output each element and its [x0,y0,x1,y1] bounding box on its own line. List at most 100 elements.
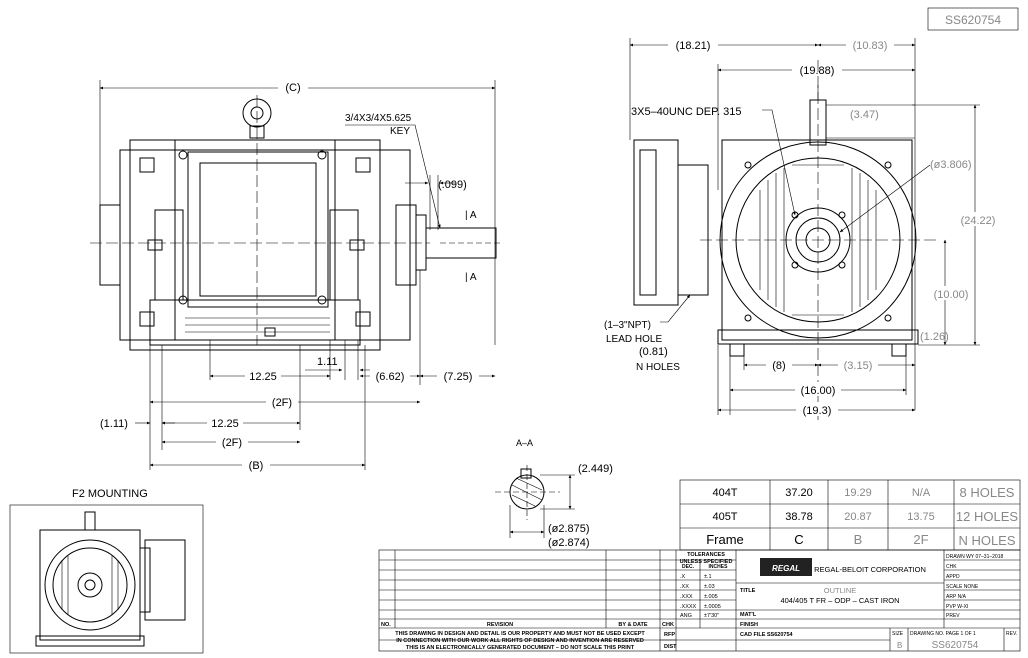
dim-1-11-lower: (1.11) [100,418,128,430]
prev-field: PREV [946,613,960,619]
frame-404t-2f: N/A [912,487,931,499]
dim-dia-2-875: (ø2.875) [548,523,590,535]
scale-field: SCALE NONE [946,584,979,590]
dim-c: (C) [285,82,300,94]
size-label: SIZE [892,631,904,637]
frame-405t-2f: 13.75 [907,511,935,523]
finish-label: FINISH [740,622,758,628]
dim-24-22: (24.22) [961,215,996,227]
frame-405t-holes: 12 HOLES [956,509,1018,524]
dim-7-25: (7.25) [444,371,473,383]
section-mark-bottom: | A [465,272,477,283]
title-block: TOLERANCES UNLESS SPECIFIED DEC. INCHES … [378,549,1021,652]
rev-col-by-date: BY & DATE [618,622,647,628]
frame-405t-b: 20.87 [844,511,872,523]
tol-ang: ANG [680,613,692,619]
rev-col-chk: CHK [662,622,674,628]
frame-405t-c: 38.78 [785,511,813,523]
feet [149,299,361,346]
dim-1-26: (1.26) [920,331,949,343]
pvp-field: PVP W-XI [946,604,968,610]
dim-b: (B) [249,460,264,472]
dim-10-00: (10.00) [934,289,969,301]
tol-xx-val: ±.03 [704,584,715,590]
legal-line1: THIS DRAWING IN DESIGN AND DETAIL IS OUR… [395,631,645,637]
tolerances-line2: UNLESS SPECIFIED [680,559,733,565]
company-name: REGAL-BELOIT CORPORATION [814,565,926,574]
arp-field: ARP N/A [946,594,967,600]
section-mark-top: | A [465,210,477,221]
lead-hole-line2: LEAD HOLE [606,334,662,345]
dim-3-47: (3.47) [850,109,879,121]
regal-logo-text: REGAL [772,564,800,573]
dim-2-449: (2.449) [578,463,613,475]
tol-x-val: ±.1 [704,574,712,580]
rev-col-revision: REVISION [487,622,513,628]
tapped-hole-note: 3X5–40UNC DEP. 315 [631,106,741,118]
section-aa-title: A–A [516,438,533,448]
regal-logo [760,558,812,576]
f2-mounting-box [9,504,204,654]
drawing-number-top: SS620754 [945,13,1001,27]
dim-dia-2-874: (ø2.874) [548,537,590,549]
tol-xxxx: .XXXX [680,604,697,610]
header-n-holes: N HOLES [958,533,1015,548]
legal-line3: THIS IS AN ELECTRONICALLY GENERATED DOCU… [406,645,635,651]
tol-x: .X [680,574,686,580]
matl-label: MAT'L [740,612,757,618]
header-b: B [854,532,863,547]
f2-mounting: F2 MOUNTING [9,488,204,654]
dim-16-00: (16.00) [801,385,836,397]
dim-12-25-upper: 12.25 [249,371,277,383]
title-line1: OUTLINE [824,586,857,595]
frame-table: 404T 37.20 19.29 N/A 8 HOLES 405T 38.78 … [679,479,1021,551]
dim-19-88: (19.88) [800,65,835,77]
title-line2: 404/405 T FR – ODP – CAST IRON [780,596,899,605]
tol-xxx-val: ±.005 [704,594,718,600]
side-view: (C) 3/4X [90,80,500,472]
lead-hole-line1: (1–3"NPT) [604,320,651,331]
dim-19-3: (19.3) [803,405,832,417]
rfp-label: RFP [664,632,675,638]
dist-label: DIST [664,644,677,650]
legal-line2: IN CONNECTION WITH OUR WORK ALL RIGHTS O… [396,638,644,644]
dim-3-15: (3.15) [844,360,873,372]
dim-8: (8) [772,360,785,372]
tol-xxxx-val: ±.0005 [704,604,721,610]
dim-key-depth: (.099) [438,179,467,191]
appd-field: APPD [946,574,960,580]
cad-file: CAD FILE SS620754 [740,632,794,638]
frame-404t-b: 19.29 [844,487,872,499]
dim-1-11-upper: 1.11 [317,356,338,368]
drawing-no-value: SS620754 [932,640,979,651]
title-label: TITLE [740,588,756,594]
dim-10-83: (10.83) [853,40,888,52]
header-2f: 2F [913,532,928,547]
dim-2f-lower: (2F) [222,437,242,449]
end-view: (18.21) (10.83) (19.88) 3X5–40UNC DEP. 3… [604,37,998,420]
key-note-line1: 3/4X3/4X5.625 [345,113,412,124]
size-value: B [897,641,902,650]
drawing-no-label: DRAWING NO. PAGE 1 OF 1 [910,631,976,637]
key-note-line2: KEY [390,126,410,137]
dim-18-21: (18.21) [676,40,711,52]
tol-inches: INCHES [709,564,729,570]
chk-field: CHK [946,564,957,570]
f2-mounting-title: F2 MOUNTING [72,488,148,500]
conduit-box [187,151,329,308]
header-c: C [794,532,803,547]
dim-dia-3-806: (ø3.806) [930,159,972,171]
n-holes-label: N HOLES [636,362,680,373]
drawn-by: DRAWN WY 07–31–2018 [946,554,1003,560]
rev-label: REV. [1006,631,1017,637]
tol-xx: .XX [680,584,689,590]
rev-col-no: NO. [381,622,391,628]
dim-6-62: (6.62) [376,371,405,383]
frame-404t: 404T [712,487,737,499]
frame-404t-holes: 8 HOLES [960,485,1015,500]
header-frame: Frame [706,532,744,547]
dim-2f-upper: (2F) [272,397,292,409]
drawing-number-box [927,7,1019,31]
